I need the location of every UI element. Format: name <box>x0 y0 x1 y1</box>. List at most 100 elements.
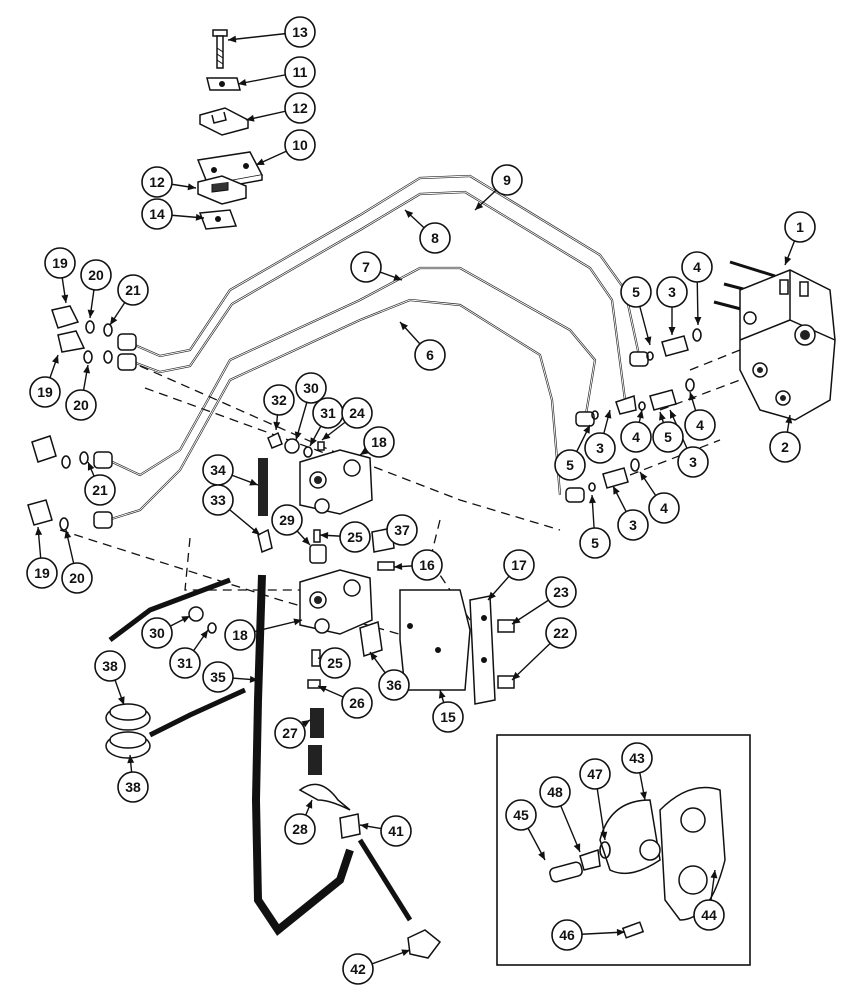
callout-circle <box>224 619 256 651</box>
callout-circle <box>284 129 316 161</box>
callout-number: 1 <box>796 219 804 235</box>
callout-number: 34 <box>210 462 226 478</box>
callout-circle <box>378 669 410 701</box>
leader-arrowhead <box>322 432 331 440</box>
callout-number: 43 <box>629 750 645 766</box>
leader-arrowhead <box>401 949 410 957</box>
leader-arrowhead <box>512 671 521 680</box>
small-fittings <box>188 431 395 634</box>
clamp-plate-top <box>206 77 241 91</box>
leader-arrowhead <box>438 690 446 699</box>
callout-circle <box>44 247 76 279</box>
callout-number: 15 <box>440 709 456 725</box>
callout-circle <box>677 446 709 478</box>
leader-arrowhead <box>360 822 369 830</box>
callout-37: 37 <box>386 514 418 546</box>
leader-arrowhead <box>181 616 190 623</box>
callout-12: 12 <box>141 166 173 198</box>
callout-4: 4 <box>684 409 716 441</box>
callout-number: 12 <box>149 174 165 190</box>
callout-number: 32 <box>271 392 287 408</box>
leader-arrowhead <box>640 791 647 800</box>
leader-arrowhead <box>187 183 196 191</box>
callout-circle <box>693 899 725 931</box>
callout-10: 10 <box>284 129 316 161</box>
leader-arrowhead <box>710 870 718 879</box>
callout-12: 12 <box>284 92 316 124</box>
callout-number: 4 <box>632 429 640 445</box>
callout-circle <box>414 339 446 371</box>
callout-number: 5 <box>664 429 672 445</box>
callout-number: 47 <box>587 766 603 782</box>
callout-circle <box>284 92 316 124</box>
callout-circle <box>94 650 126 682</box>
leader-arrowhead <box>294 431 302 440</box>
callout-28: 28 <box>284 813 316 845</box>
tube-6 <box>107 298 562 522</box>
callout-circle <box>554 449 586 481</box>
callout-number: 42 <box>350 961 366 977</box>
callout-number: 19 <box>52 255 68 271</box>
callout-circle <box>684 409 716 441</box>
callout-number: 41 <box>388 823 404 839</box>
callout-circle <box>341 687 373 719</box>
callout-circle <box>621 742 653 774</box>
control-valve <box>713 260 836 421</box>
callout-number: 30 <box>303 380 319 396</box>
callout-circle <box>263 384 295 416</box>
callout-9: 9 <box>491 164 523 196</box>
callout-circle <box>65 389 97 421</box>
leader-arrowhead <box>670 410 677 419</box>
callout-circle <box>648 492 680 524</box>
tube-9 <box>127 174 642 361</box>
clamp-bolt <box>212 29 228 69</box>
callout-25: 25 <box>319 647 351 679</box>
callout-17: 17 <box>503 549 535 581</box>
leader-arrowhead <box>310 437 317 446</box>
callout-number: 4 <box>660 500 668 516</box>
callout-22: 22 <box>545 617 577 649</box>
callout-14: 14 <box>141 198 173 230</box>
callout-number: 5 <box>632 284 640 300</box>
callout-number: 45 <box>513 807 529 823</box>
valve-block-lower <box>299 569 373 635</box>
callout-circle <box>769 431 801 463</box>
o-ring <box>588 328 702 492</box>
callout-circle <box>342 953 374 985</box>
leader-arrowhead <box>659 412 666 421</box>
leader-arrowhead <box>87 462 95 471</box>
callout-circle <box>29 376 61 408</box>
leader-arrowhead <box>785 415 793 424</box>
callout-circle <box>620 276 652 308</box>
callout-48: 48 <box>539 776 571 808</box>
callout-number: 9 <box>503 172 511 188</box>
callout-number: 37 <box>394 522 410 538</box>
leader-arrowhead <box>488 591 496 600</box>
leader-arrowhead <box>318 685 327 693</box>
callout-4: 4 <box>681 251 713 283</box>
callout-circle <box>579 527 611 559</box>
callout-33: 33 <box>202 484 234 516</box>
callout-circle <box>350 251 382 283</box>
callout-number: 48 <box>547 784 563 800</box>
leader-arrowhead <box>238 79 247 86</box>
callout-circle <box>274 717 306 749</box>
callout-number: 10 <box>292 137 308 153</box>
callout-circle <box>295 372 327 404</box>
callout-circle <box>117 274 149 306</box>
callout-circle <box>202 484 234 516</box>
leader-arrowhead <box>52 355 59 364</box>
callout-number: 25 <box>327 655 343 671</box>
callout-23: 23 <box>545 576 577 608</box>
callout-3: 3 <box>617 509 649 541</box>
callout-number: 30 <box>149 625 165 641</box>
leader-arrowhead <box>616 928 625 936</box>
callout-number: 13 <box>292 24 308 40</box>
callout-number: 19 <box>37 384 53 400</box>
valve-block-upper <box>299 449 373 515</box>
clamp-half-upper <box>199 107 249 136</box>
leader-arrowhead <box>405 210 414 219</box>
leader-arrowhead <box>394 563 403 571</box>
leader-arrowhead <box>61 294 69 303</box>
clamp-plate-bottom <box>198 209 238 230</box>
